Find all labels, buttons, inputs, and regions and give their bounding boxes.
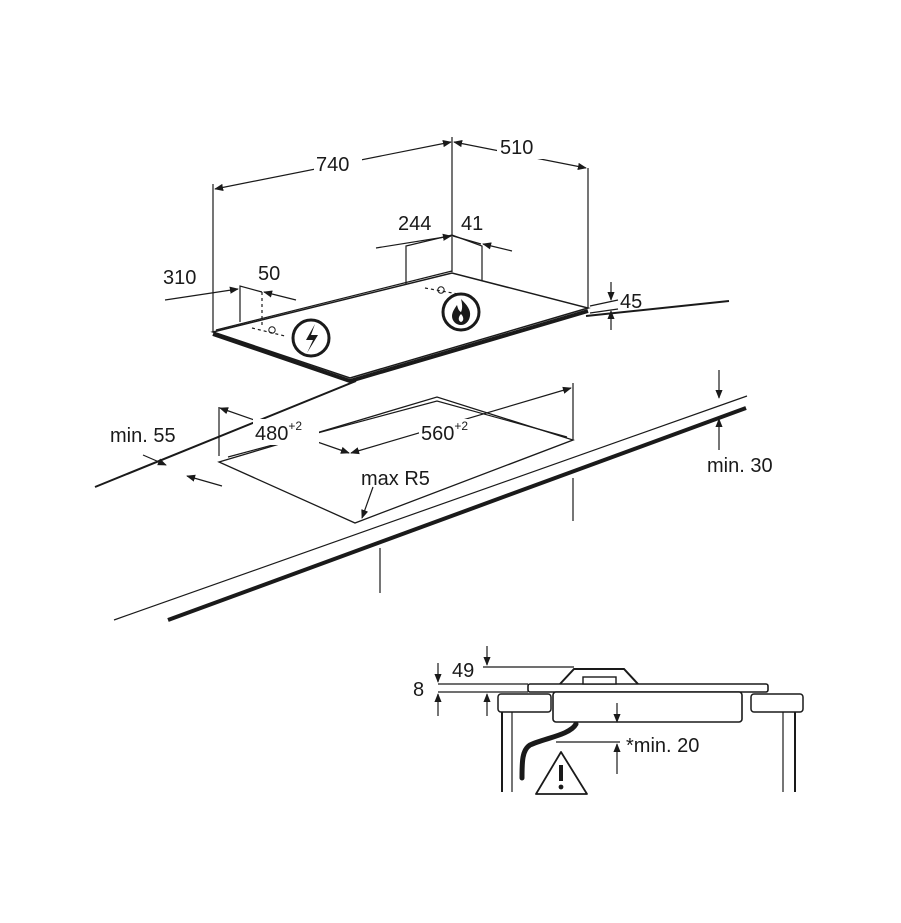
dim-label-244: 244 — [398, 213, 431, 235]
dim-label-min55: min. 55 — [110, 425, 176, 447]
dim-label-310: 310 — [163, 267, 196, 289]
dim-label-480: 480+2 — [255, 419, 302, 445]
leader-max-r5 — [361, 486, 374, 519]
dim-label-50: 50 — [258, 263, 280, 285]
section-hob-plate — [527, 683, 769, 693]
section-view: 49 8 *min. 20 — [413, 646, 804, 795]
worktop-front-edge-top — [113, 395, 748, 621]
dim-label-min30: min. 30 — [707, 455, 773, 477]
section-worktop-left — [497, 693, 552, 713]
dim-label-min20: *min. 20 — [626, 735, 699, 757]
section-gas-pipe — [519, 721, 579, 781]
lightning-bolt-icon — [291, 318, 331, 358]
section-worktop-right — [750, 693, 804, 713]
worktop-front-edge — [167, 406, 747, 622]
dim-label-740: 740 — [316, 154, 349, 176]
elec-inlet-marker — [239, 285, 263, 322]
dim-line-min55-a — [142, 454, 167, 466]
section-hob-body — [552, 691, 743, 723]
dim-label-max-r5: max R5 — [361, 468, 430, 490]
hob-group — [210, 137, 591, 384]
dim-label-45: 45 — [620, 291, 642, 313]
dim-label-510: 510 — [500, 137, 533, 159]
dim-line-244 — [375, 233, 452, 249]
flame-icon — [441, 292, 481, 332]
dim-label-49: 49 — [452, 660, 474, 682]
dim-line-41 — [482, 242, 513, 252]
dim-label-41: 41 — [461, 213, 483, 235]
dim-label-560: 560+2 — [421, 419, 468, 445]
warning-triangle-icon — [535, 751, 588, 795]
dim-line-310 — [164, 286, 239, 301]
dim-line-min55-b — [186, 474, 223, 487]
hob-front-edge — [212, 309, 589, 384]
section-pan-support — [559, 668, 639, 685]
dim-label-8: 8 — [413, 679, 424, 701]
dim-line-50 — [263, 290, 297, 301]
